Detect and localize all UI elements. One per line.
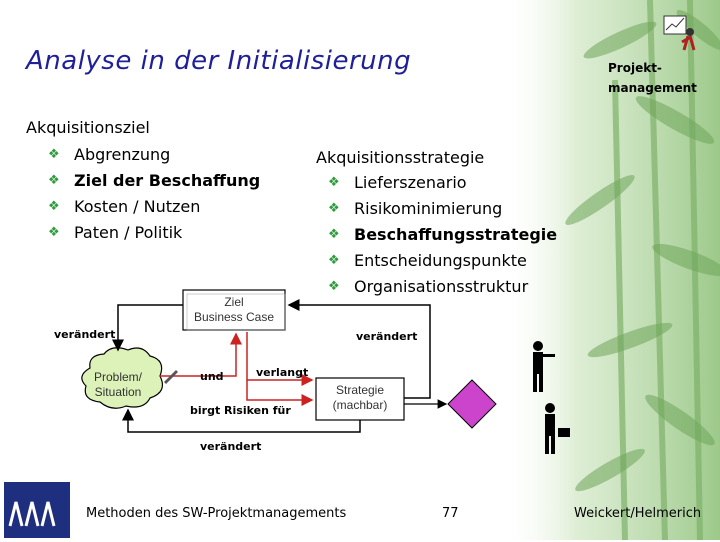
- logo-line2: management: [608, 81, 697, 95]
- strategie-box-label: Strategie (machbar): [332, 383, 388, 412]
- list-item: ❖Kosten / Nutzen: [48, 194, 260, 220]
- label-verandert-bottom: verändert: [200, 440, 262, 453]
- bullet-icon: ❖: [328, 175, 340, 190]
- footer-page-number: 77: [442, 506, 459, 521]
- arrow-birgt: [246, 380, 314, 406]
- page-title: Analyse in der Initialisierung: [26, 46, 412, 76]
- footer-authors: Weickert/Helmerich: [574, 506, 702, 521]
- project-management-label: Projekt- management: [608, 58, 697, 98]
- label-und: und: [200, 370, 224, 383]
- person-figure-icon: [533, 341, 555, 392]
- bullet-icon: ❖: [48, 199, 60, 214]
- pencil-icon: [164, 370, 178, 384]
- left-list: ❖Abgrenzung ❖Ziel der Beschaffung ❖Koste…: [48, 142, 260, 246]
- footer-course: Methoden des SW-Projektmanagements: [86, 506, 347, 521]
- list-item: ❖Entscheidungspunkte: [328, 248, 557, 274]
- right-list: ❖Lieferszenario ❖Risikominimierung ❖Besc…: [328, 170, 557, 300]
- person-with-briefcase-icon: [545, 403, 570, 454]
- list-item: ❖Abgrenzung: [48, 142, 260, 168]
- label-verandert-right: verändert: [356, 330, 418, 343]
- logo-line1: Projekt-: [608, 61, 662, 75]
- bullet-icon: ❖: [48, 173, 60, 188]
- bamboo-background-image: [500, 0, 720, 540]
- left-heading: Akquisitionsziel: [26, 118, 150, 137]
- ziel-box-label: Ziel Business Case: [193, 295, 275, 324]
- list-item: ❖Paten / Politik: [48, 220, 260, 246]
- bullet-icon: ❖: [328, 253, 340, 268]
- ziel-box: [182, 289, 286, 331]
- arrow-verandert-left: [112, 304, 183, 352]
- label-birgt: birgt Risiken für: [190, 404, 291, 417]
- decision-diamond: [447, 379, 497, 429]
- bullet-icon: ❖: [48, 147, 60, 162]
- project-management-icon: [663, 15, 696, 51]
- list-item: ❖Organisationsstruktur: [328, 274, 557, 300]
- university-logo: [4, 482, 70, 538]
- list-item: ❖Beschaffungsstrategie: [328, 222, 557, 248]
- arrow-verandert-bottom: [122, 408, 361, 433]
- bullet-icon: ❖: [328, 279, 340, 294]
- cloud-label: Problem/ Situation: [93, 370, 143, 399]
- list-item: ❖Ziel der Beschaffung: [48, 168, 260, 194]
- label-verandert-left: verändert: [54, 328, 116, 341]
- right-heading: Akquisitionsstrategie: [316, 148, 485, 167]
- arrow-verandert-right: [287, 299, 431, 399]
- bullet-icon: ❖: [328, 227, 340, 242]
- bullet-icon: ❖: [48, 225, 60, 240]
- list-item: ❖Risikominimierung: [328, 196, 557, 222]
- bullet-icon: ❖: [328, 201, 340, 216]
- list-item: ❖Lieferszenario: [328, 170, 557, 196]
- label-verlangt: verlangt: [256, 366, 309, 379]
- arrow-und: [160, 332, 242, 377]
